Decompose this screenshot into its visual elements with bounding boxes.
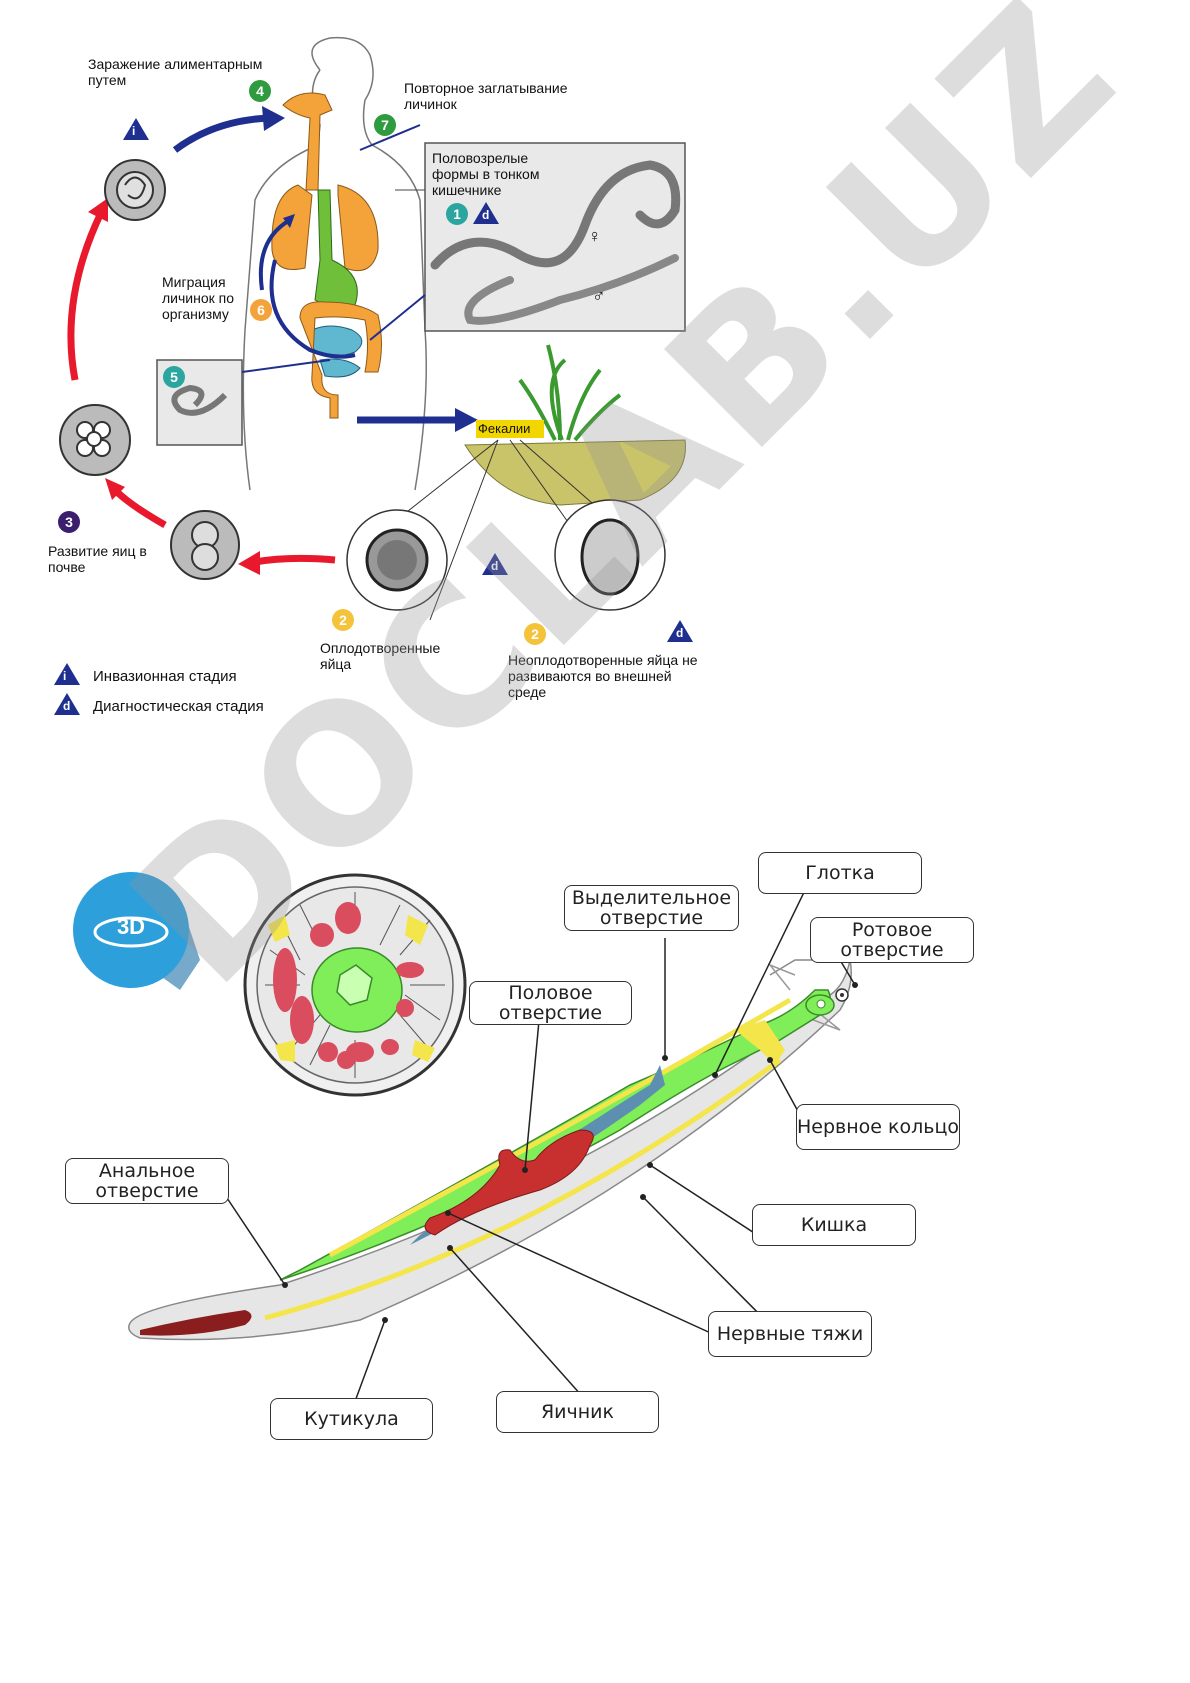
soil <box>464 439 686 506</box>
egg-two-cell <box>170 510 240 580</box>
label-feces: Фекалии <box>478 421 531 436</box>
label-soil: Развитие яиц в почве <box>48 543 147 575</box>
migration-arrow-up <box>258 218 292 291</box>
step-4-badge: 4 <box>249 80 271 102</box>
worm-body <box>128 959 852 1341</box>
label-migration: Миграция личинок по организму <box>162 274 235 322</box>
label-infection-route: Заражение алиментарным путем <box>88 56 263 88</box>
cs-gut-lumen <box>336 964 373 1006</box>
3d-badge-circle <box>73 872 189 988</box>
label-ovary: Яичник <box>496 1391 659 1433</box>
ovary <box>424 1129 594 1236</box>
oral-cavity <box>282 92 333 191</box>
male-worm <box>464 254 679 325</box>
label-nerve-cords: Нервные тяжи <box>708 1311 872 1357</box>
infective-stage-icon: i <box>123 118 149 140</box>
female-symbol: ♀ <box>588 226 602 246</box>
diagnostic-stage-icon: d <box>482 553 508 575</box>
migration-arrow <box>269 259 356 359</box>
step-3-badge: 3 <box>58 511 80 533</box>
step-6-badge: 6 <box>250 299 272 321</box>
diagnostic-stage-icon: d <box>667 620 693 642</box>
right-lung <box>337 184 379 272</box>
rectum <box>140 1310 252 1336</box>
3d-badge-label: 3D <box>116 914 146 939</box>
label-anal-opening: Анальное отверстие <box>65 1158 229 1204</box>
feces-tag <box>476 420 544 438</box>
legend-infective-label: Инвазионная стадия <box>93 668 237 685</box>
larva <box>171 384 228 416</box>
label-genital-opening: Половое отверстие <box>469 981 632 1025</box>
left-lung <box>271 184 313 270</box>
large-intestine <box>299 301 382 419</box>
step-2-badge-unfertilized: 2 <box>524 623 546 645</box>
legend-infective-icon: i <box>54 663 80 685</box>
label-reswallow: Повторное заглатывание личинок <box>404 80 568 112</box>
step-2-badge-fertilized: 2 <box>332 609 354 631</box>
label-pharynx: Глотка <box>758 852 922 894</box>
step-5-badge: 5 <box>163 366 185 388</box>
diagnostic-stage-icon: d <box>473 202 499 224</box>
male-symbol: ♂ <box>592 286 606 306</box>
female-worm <box>430 160 681 270</box>
label-excretory-opening: Выделительное отверстие <box>564 885 739 931</box>
red-arrow-left <box>67 213 104 381</box>
label-unfertilized: Неоплодотворенные яйца не развиваются во… <box>508 652 698 700</box>
label-intestine: Кишка <box>752 1204 916 1246</box>
small-intestine <box>309 325 363 378</box>
label-mouth-opening: Ротовое отверстие <box>810 917 974 963</box>
legend-diagnostic-label: Диагностическая стадия <box>93 698 264 715</box>
nerve-cord-lower <box>264 1057 782 1321</box>
label-cuticle: Кутикула <box>270 1398 433 1440</box>
grass <box>518 344 622 442</box>
infection-arrow <box>172 114 271 153</box>
egg-embryonated <box>59 404 131 476</box>
legend-diagnostic-icon: d <box>54 693 80 715</box>
nerve-ring <box>735 1020 785 1065</box>
egg-infective <box>104 159 166 221</box>
label-adults: Половозрелые формы в тонком кишечнике <box>432 150 540 198</box>
label-fertilized: Оплодотворенные яйца <box>320 640 441 672</box>
red-arrow-bottom <box>254 554 336 566</box>
step-7-badge: 7 <box>374 114 396 136</box>
label-nerve-ring: Нервное кольцо <box>796 1104 960 1150</box>
step-1-badge: 1 <box>446 203 468 225</box>
